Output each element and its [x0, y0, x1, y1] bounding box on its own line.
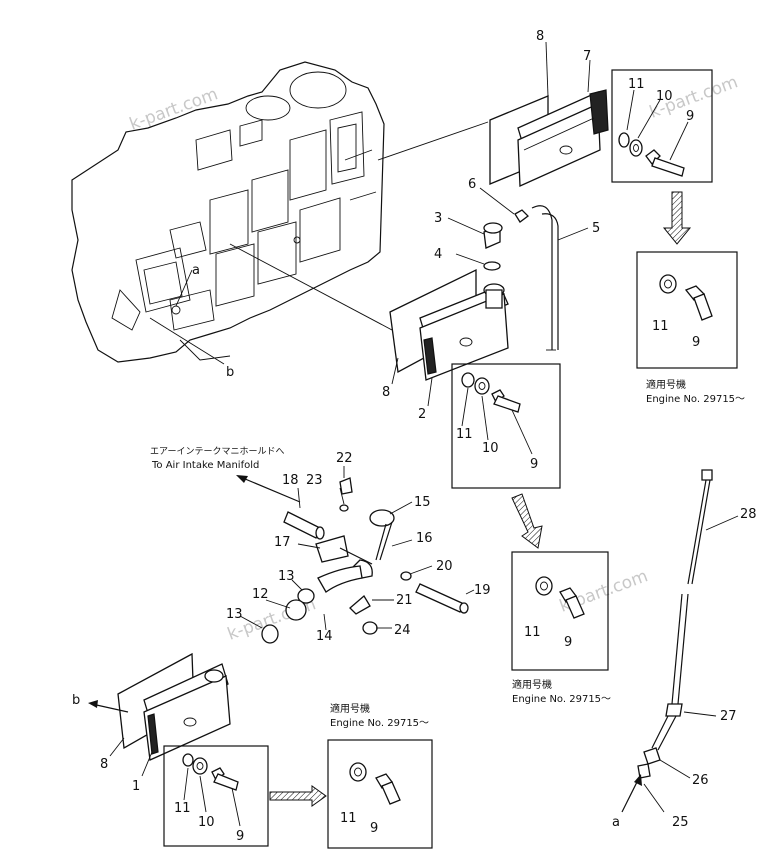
label-a: a: [192, 263, 200, 278]
callout-11: 11: [628, 77, 645, 92]
callout-10: 10: [656, 89, 673, 104]
callout-8: 8: [100, 757, 108, 772]
arrow-down-icon: [511, 493, 543, 549]
washer-bolt-group: [349, 762, 401, 805]
label-a: a: [612, 815, 620, 830]
callout-26: 26: [692, 773, 709, 788]
callout-9: 9: [236, 829, 244, 844]
callout-3: 3: [434, 211, 442, 226]
callout-19: 19: [474, 583, 491, 598]
arrow-left-icon: [237, 475, 301, 503]
serial-caption-en: Engine No. 29715～: [646, 394, 745, 405]
callout-1: 1: [132, 779, 140, 794]
washer-bolt-group: [535, 576, 585, 619]
callout-23: 23: [306, 473, 323, 488]
callout-6: 6: [468, 177, 476, 192]
arrowhead-icon: [88, 700, 98, 708]
callout-16: 16: [416, 531, 433, 546]
callout-8: 8: [536, 29, 544, 44]
detail-box: [611, 69, 713, 183]
callout-17: 17: [274, 535, 291, 550]
serial-caption-jp: 適用号機: [512, 678, 552, 691]
callout-22: 22: [336, 451, 353, 466]
arrowhead-icon: [634, 774, 642, 786]
callout-18: 18: [282, 473, 299, 488]
callout-25: 25: [672, 815, 689, 830]
breather-assembly: [483, 205, 559, 351]
callout-11: 11: [456, 427, 473, 442]
callout-13: 13: [278, 569, 295, 584]
callout-5: 5: [592, 221, 600, 236]
side-cover-upper: [489, 89, 609, 187]
callout-11: 11: [174, 801, 191, 816]
label-b: b: [72, 693, 80, 708]
label-b: b: [226, 365, 234, 380]
callout-7: 7: [583, 49, 591, 64]
callout-4: 4: [434, 247, 442, 262]
detail-box: [163, 745, 269, 847]
washer-bolt-group: [182, 753, 239, 791]
serial-caption-jp: 適用号機: [330, 702, 370, 715]
serial-caption-en: Engine No. 29715～: [330, 718, 429, 729]
callout-11: 11: [652, 319, 669, 334]
dipstick-assembly: [637, 469, 713, 779]
callout-9: 9: [692, 335, 700, 350]
callout-14: 14: [316, 629, 333, 644]
intake-caption-en: To Air Intake Manifold: [151, 460, 259, 471]
callout-10: 10: [198, 815, 215, 830]
callout-9: 9: [370, 821, 378, 836]
callout-9: 9: [564, 635, 572, 650]
engine-block: [71, 61, 385, 363]
detail-box: [636, 251, 738, 369]
washer-bolt-group: [618, 132, 685, 177]
arrow-down-icon: [662, 191, 692, 245]
washer-bolt-group: [461, 372, 521, 413]
callout-24: 24: [394, 623, 411, 638]
side-cover-middle: [389, 268, 509, 381]
callout-20: 20: [436, 559, 453, 574]
callout-9: 9: [530, 457, 538, 472]
callout-9: 9: [686, 109, 694, 124]
arrow-right-icon: [269, 785, 327, 807]
callout-12: 12: [252, 587, 269, 602]
serial-caption-en: Engine No. 29715～: [512, 694, 611, 705]
callout-21: 21: [396, 593, 413, 608]
washer-bolt-group: [659, 274, 713, 321]
callout-15: 15: [414, 495, 431, 510]
callout-2: 2: [418, 407, 426, 422]
intake-caption-jp: エアーインテークマニホールドへ: [150, 446, 284, 457]
callout-27: 27: [720, 709, 737, 724]
intake-assembly: [261, 477, 469, 644]
callout-11: 11: [524, 625, 541, 640]
detail-box: [327, 739, 433, 849]
arrow-left-icon: [91, 703, 129, 713]
detail-box: [451, 363, 561, 489]
arrowhead-icon: [236, 475, 248, 483]
callout-28: 28: [740, 507, 757, 522]
serial-caption-jp: 適用号機: [646, 378, 686, 391]
callout-8: 8: [382, 385, 390, 400]
watermark: k-part.com: [127, 84, 221, 134]
detail-box: [511, 551, 609, 671]
callout-10: 10: [482, 441, 499, 456]
callout-13: 13: [226, 607, 243, 622]
callout-11: 11: [340, 811, 357, 826]
side-cover-lower: [117, 652, 231, 761]
